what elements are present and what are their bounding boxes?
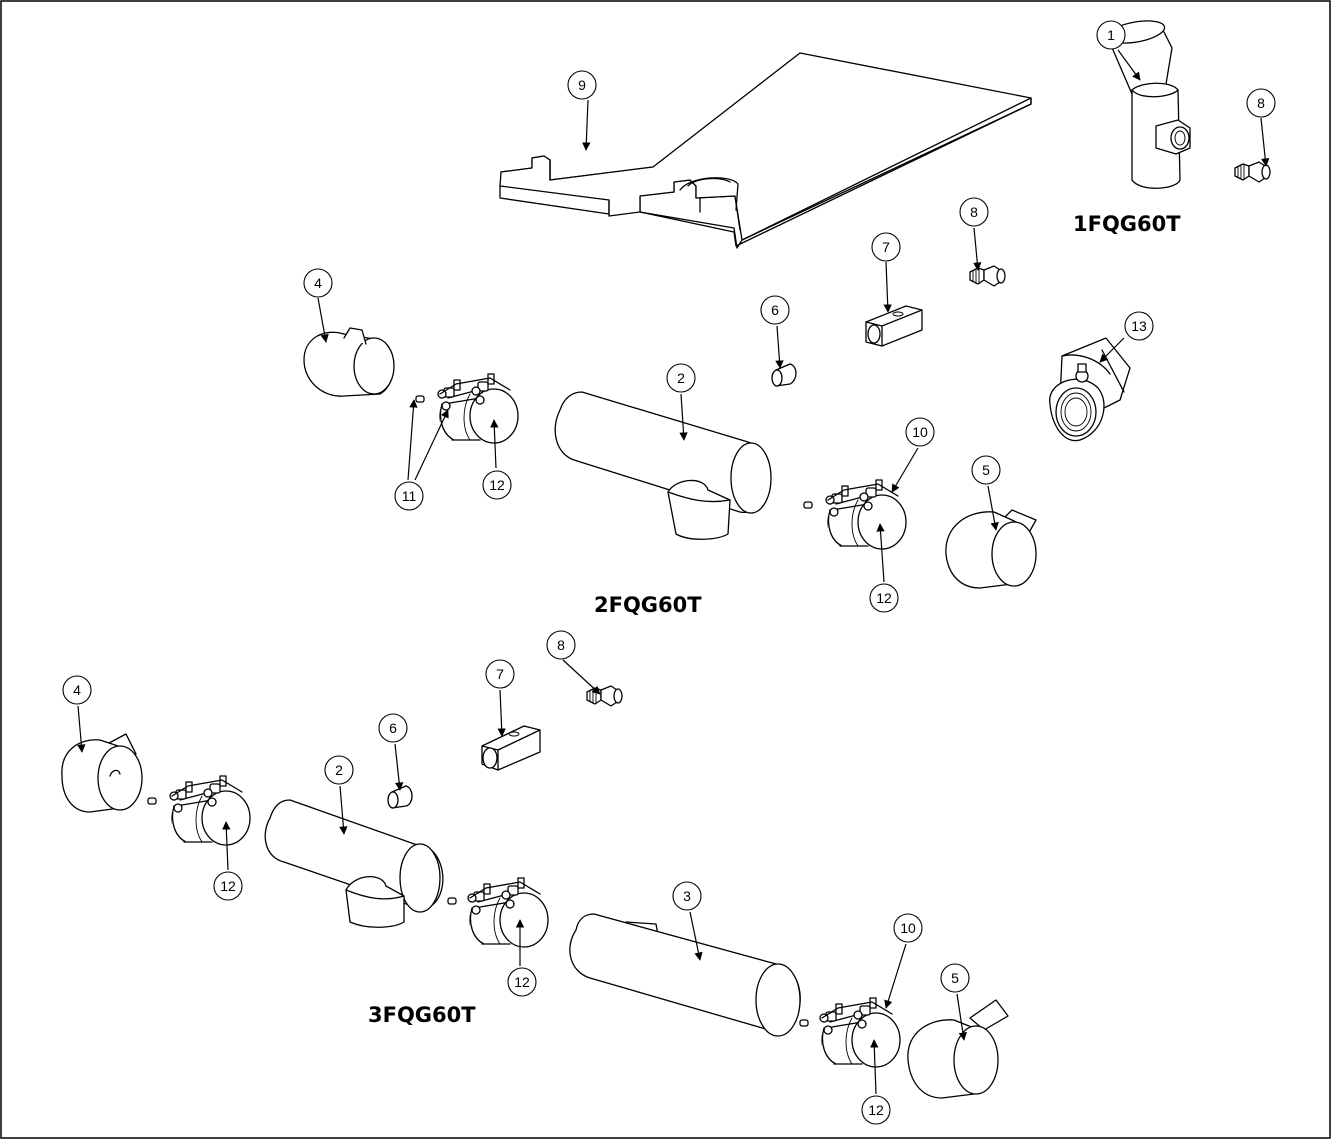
svg-text:8: 8 <box>1257 95 1265 111</box>
model-label-2fqg60t: 2FQG60T <box>594 593 702 617</box>
svg-text:5: 5 <box>951 970 959 986</box>
callout-12-lower-2: 12 <box>507 967 537 997</box>
callout-3: 3 <box>672 881 702 911</box>
callout-7-lower: 7 <box>485 659 515 689</box>
tee-pipe-2-mid <box>554 391 772 540</box>
end-cap-5-mid <box>945 509 1037 589</box>
callout-9: 9 <box>567 70 597 100</box>
straight-pipe-3 <box>569 913 801 1037</box>
end-cap-4-lower <box>61 733 143 813</box>
svg-text:2: 2 <box>335 762 343 778</box>
callout-8-top: 8 <box>1246 88 1276 118</box>
callout-7-mid: 7 <box>871 232 901 262</box>
svg-text:6: 6 <box>389 720 397 736</box>
clamp-10-lower <box>819 997 901 1068</box>
callout-4-mid: 4 <box>303 268 333 298</box>
pin-11-e <box>447 897 457 905</box>
pin-11-a <box>415 395 425 403</box>
callout-12-lower-3: 12 <box>861 1095 891 1125</box>
orifice-6-lower <box>387 785 413 809</box>
svg-text:8: 8 <box>557 637 565 653</box>
svg-text:1: 1 <box>1107 27 1115 43</box>
callout-4-lower: 4 <box>62 675 92 705</box>
svg-text:10: 10 <box>912 424 928 440</box>
svg-text:12: 12 <box>876 590 892 606</box>
heat-shield-plate <box>499 52 1032 249</box>
leader-lines <box>77 49 1270 1095</box>
callout-2-mid: 2 <box>666 363 696 393</box>
callout-12-lower-1: 12 <box>213 871 243 901</box>
fitting-8-right <box>1234 161 1271 183</box>
orifice-6-mid <box>771 363 797 387</box>
callout-5-mid: 5 <box>971 455 1001 485</box>
svg-text:5: 5 <box>982 462 990 478</box>
tee-pipe-2-lower <box>264 799 444 928</box>
gas-valve-13 <box>1049 337 1131 442</box>
clamp-12-mid-left <box>437 373 519 444</box>
fitting-8-lower <box>586 685 623 707</box>
model-label-1fqg60t: 1FQG60T <box>1073 212 1181 236</box>
svg-text:3: 3 <box>683 888 691 904</box>
svg-text:7: 7 <box>496 666 504 682</box>
svg-text:12: 12 <box>220 878 236 894</box>
manifold-block-7-lower <box>481 725 541 771</box>
clamp-12-lower-2 <box>467 877 549 948</box>
svg-text:2: 2 <box>677 370 685 386</box>
tee-body-1fqg60t <box>1106 20 1191 189</box>
pin-11-c <box>803 501 813 509</box>
svg-text:8: 8 <box>970 204 978 220</box>
end-cap-4-mid <box>303 331 395 397</box>
callout-10-lower: 10 <box>893 913 923 943</box>
svg-text:6: 6 <box>771 302 779 318</box>
callout-8-mid: 8 <box>959 197 989 227</box>
svg-text:4: 4 <box>314 275 322 291</box>
manifold-block-7-mid <box>865 305 923 347</box>
svg-text:12: 12 <box>489 477 505 493</box>
callout-6-lower: 6 <box>378 713 408 743</box>
callout-12-mid-right: 12 <box>869 583 899 613</box>
callout-12-mid-left: 12 <box>482 470 512 500</box>
callout-8-lower: 8 <box>546 630 576 660</box>
svg-text:12: 12 <box>868 1102 884 1118</box>
svg-text:10: 10 <box>900 920 916 936</box>
callout-5-lower: 5 <box>940 963 970 993</box>
svg-text:4: 4 <box>73 682 81 698</box>
pin-11-d <box>147 797 157 805</box>
fitting-8-mid <box>969 265 1006 287</box>
model-label-3fqg60t: 3FQG60T <box>368 1003 476 1027</box>
callout-10-mid: 10 <box>905 417 935 447</box>
callout-11: 11 <box>394 481 424 511</box>
callout-6-mid: 6 <box>760 295 790 325</box>
svg-text:7: 7 <box>882 239 890 255</box>
end-cap-5-lower <box>907 999 1009 1099</box>
callout-13: 13 <box>1124 311 1154 341</box>
svg-text:11: 11 <box>402 488 417 504</box>
callout-2-lower: 2 <box>324 755 354 785</box>
clamp-10-mid-right <box>825 479 907 550</box>
clamp-12-lower-1 <box>169 775 251 846</box>
pin-11-f <box>799 1019 809 1027</box>
callout-1: 1 <box>1096 20 1126 50</box>
svg-text:12: 12 <box>514 974 530 990</box>
svg-text:13: 13 <box>1131 318 1147 334</box>
svg-text:9: 9 <box>578 77 586 93</box>
